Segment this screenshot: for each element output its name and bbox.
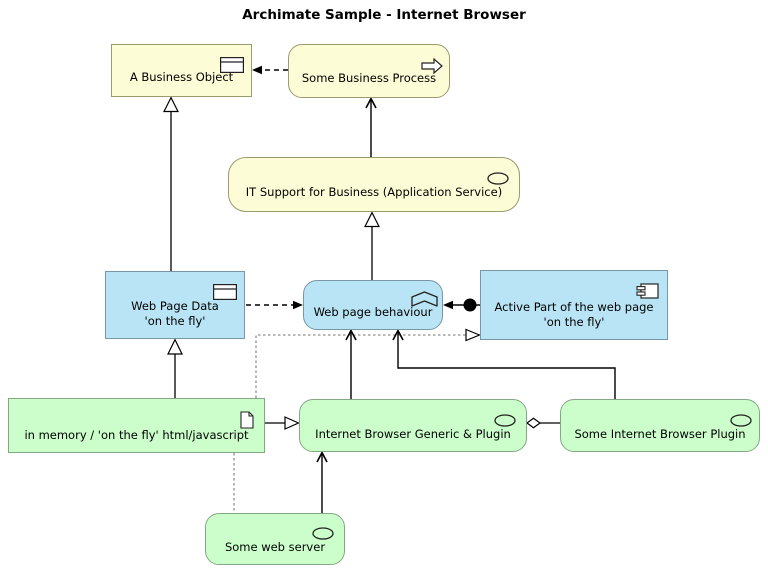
- node-label: Some web server: [224, 540, 326, 554]
- edge-realization-inmemory-to-webpagedata: [167, 338, 183, 398]
- edge-aggregation-browsergeneric-plugin: [525, 417, 560, 429]
- node-a-business-object: A Business Object: [111, 44, 252, 97]
- node-web-server: Some web server: [205, 513, 345, 565]
- edge-serving-browsergeneric-to-behaviour: [345, 328, 357, 399]
- node-browser-plugin: Some Internet Browser Plugin: [560, 399, 760, 452]
- process-arrow-icon: [421, 57, 443, 75]
- node-label: in memory / 'on the fly' html/javascript: [24, 428, 249, 442]
- business-object-icon: [220, 57, 244, 74]
- edge-serving-itsupport-to-process: [365, 96, 377, 157]
- node-label: A Business Object: [129, 70, 234, 84]
- node-label: Web Page Data 'on the fly': [131, 299, 219, 328]
- node-some-business-process: Some Business Process: [288, 44, 450, 98]
- edge-realization-behaviour-to-itsupport: [364, 211, 380, 280]
- node-label: Web page behaviour: [313, 305, 433, 319]
- edge-flow-process-to-object: [252, 65, 288, 75]
- artifact-icon: [240, 411, 254, 429]
- edge-serving-plugin-to-behaviour: [392, 328, 616, 399]
- node-label: IT Support for Business (Application Ser…: [245, 185, 503, 199]
- service-ellipse-icon: [730, 414, 752, 427]
- node-label: Some Business Process: [301, 71, 437, 85]
- edge-assignment-activepart-to-behaviour: [443, 298, 480, 312]
- node-in-memory-artifact: in memory / 'on the fly' html/javascript: [8, 398, 265, 453]
- edge-realization-webpagedata-to-businessobject: [163, 96, 179, 271]
- node-active-part: Active Part of the web page 'on the fly': [480, 270, 668, 340]
- node-web-page-behaviour: Web page behaviour: [303, 280, 443, 330]
- node-label: Some Internet Browser Plugin: [574, 427, 746, 441]
- service-ellipse-icon: [312, 527, 334, 540]
- node-label: Internet Browser Generic & Plugin: [315, 427, 511, 441]
- node-label: Active Part of the web page 'on the fly': [494, 300, 654, 329]
- function-chevron-icon: [411, 291, 438, 307]
- service-ellipse-icon: [494, 414, 516, 427]
- component-icon: [636, 283, 659, 299]
- edge-realization-inmemory-to-activepart: [255, 328, 482, 398]
- data-object-icon: [213, 284, 237, 301]
- edge-flow-webpagedata-to-behaviour: [246, 300, 303, 310]
- service-ellipse-icon: [487, 172, 509, 185]
- edge-serving-webserver-to-browsergeneric: [316, 450, 328, 513]
- node-browser-generic: Internet Browser Generic & Plugin: [299, 399, 527, 452]
- diagram-title: Archimate Sample - Internet Browser: [242, 7, 526, 23]
- edge-realization-inmemory-to-browsergeneric: [265, 416, 300, 430]
- node-it-support: IT Support for Business (Application Ser…: [228, 157, 520, 212]
- node-web-page-data: Web Page Data 'on the fly': [105, 271, 245, 339]
